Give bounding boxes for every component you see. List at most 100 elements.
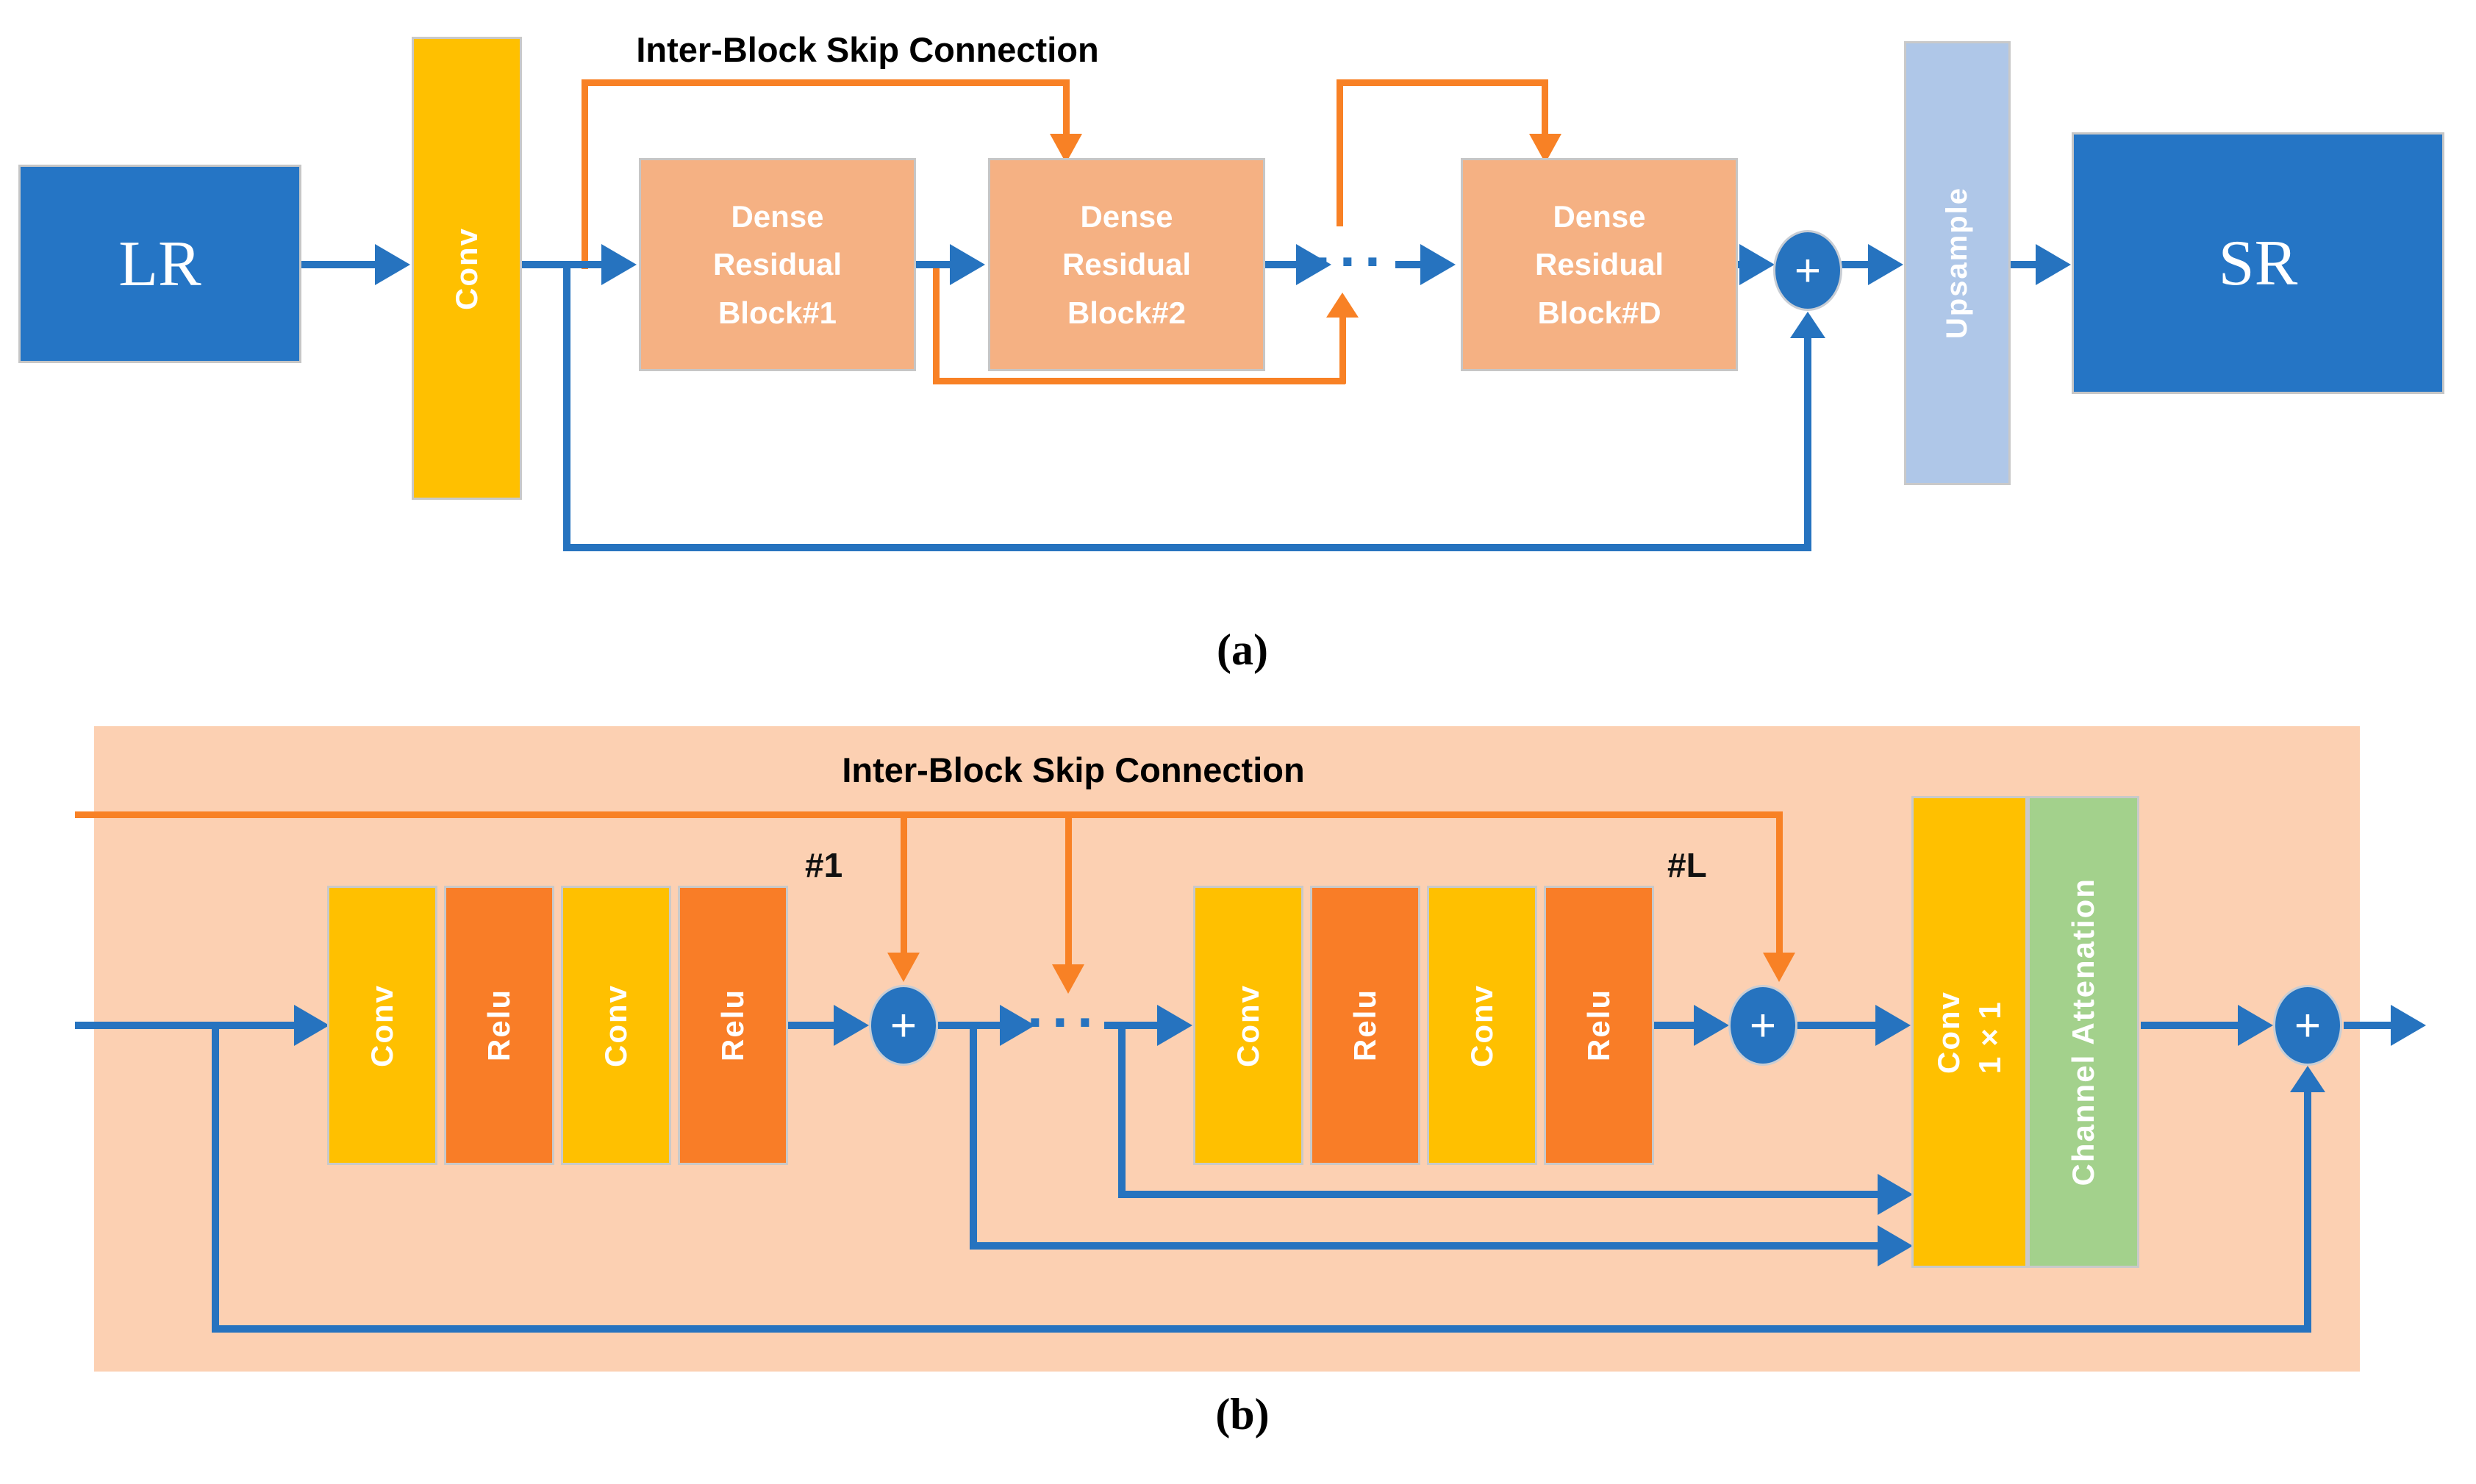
skip-drop-plusL [1776, 811, 1783, 953]
sr-label: SR [2218, 227, 2298, 299]
sum-node-b1: + [869, 985, 938, 1066]
groupL-relu1-bar: Relu [1310, 886, 1420, 1165]
skip2-drop [933, 266, 940, 384]
flow-line [1104, 1022, 1159, 1029]
upsample-bar: Upsample [1904, 41, 2011, 485]
groupL-relu2-bar: Relu [1544, 886, 1654, 1165]
caption-b: (b) [1215, 1390, 1270, 1438]
outer-skip-arrowhead-icon [2290, 1066, 2325, 1092]
dense-residual-block-2: Dense Residual Block#2 [988, 158, 1265, 371]
outer-skip-riser [2304, 1092, 2311, 1333]
conv1x1-label-line1: Conv [1931, 990, 1966, 1074]
dense-line-plus1 [970, 1242, 1879, 1250]
flow-arrowhead-icon [601, 244, 637, 285]
skip2-line [933, 378, 1345, 384]
sr-box: SR [2072, 132, 2444, 394]
flow-line [1842, 261, 1869, 268]
group1-conv1-bar: Conv [327, 886, 437, 1165]
blockd-line2: Residual [1534, 247, 1664, 282]
flow-line [1654, 1022, 1697, 1029]
diagram-a-skip-title: Inter-Block Skip Connection [636, 30, 1099, 69]
skip2-riser [1339, 315, 1346, 384]
diagram-b: Inter-Block Skip Connection Conv Relu Co… [0, 698, 2476, 1484]
block2-line2: Residual [1062, 247, 1192, 282]
skip1-line [582, 79, 1070, 86]
skip1-riser [582, 85, 588, 269]
conv-bar: Conv [412, 37, 522, 500]
upsample-label: Upsample [1941, 187, 1973, 340]
flow-arrowhead-icon [1875, 1005, 1911, 1046]
skip2-arrowhead-icon [1326, 293, 1359, 318]
flow-line [916, 261, 951, 268]
dense-residual-block-1: Dense Residual Block#1 [639, 158, 916, 371]
output-arrowhead-icon [2391, 1005, 2426, 1046]
diagram-a: Inter-Block Skip Connection LR Conv D [0, 0, 2476, 698]
ellipsis-b: ··· [1027, 989, 1102, 1054]
flow-line [1797, 1022, 1877, 1029]
flow-arrowhead-icon [1868, 244, 1903, 285]
dense-drop-dots [1118, 1025, 1126, 1198]
diagram-b-skip-title: Inter-Block Skip Connection [842, 750, 1305, 789]
block2-line1: Dense [1080, 199, 1173, 234]
flow-line [301, 261, 375, 268]
groupL-relu2-label: Relu [1581, 989, 1616, 1062]
flow-arrowhead-icon [834, 1005, 869, 1046]
channel-attention-bar: Channel Attenation [2028, 796, 2139, 1268]
flow-line [2141, 1022, 2239, 1029]
group1-conv1-label: Conv [365, 983, 399, 1067]
skip-line-b [75, 811, 1783, 818]
group1-relu2-bar: Relu [678, 886, 788, 1165]
ellipsis-a: ··· [1314, 229, 1389, 293]
flow-line [1395, 261, 1422, 268]
conv-label: Conv [449, 226, 484, 310]
groupL-relu1-label: Relu [1348, 989, 1382, 1062]
sum-node-a: + [1773, 230, 1842, 311]
skip3-riser [1337, 79, 1343, 226]
flow-arrowhead-icon [1420, 244, 1456, 285]
global-skip-riser [1804, 337, 1811, 551]
group1-relu1-label: Relu [482, 989, 516, 1062]
block1-line1: Dense [731, 199, 824, 234]
skip-arrowhead-icon [1763, 953, 1795, 982]
flow-line [1265, 261, 1298, 268]
group1-conv2-bar: Conv [561, 886, 671, 1165]
blockd-line1: Dense [1553, 199, 1646, 234]
global-skip-arrowhead-icon [1790, 312, 1825, 338]
block1-line2: Residual [712, 247, 842, 282]
flow-arrowhead-icon [950, 244, 985, 285]
flow-arrowhead-icon [2238, 1005, 2273, 1046]
conv1x1-bar: Conv 1×1 [1911, 796, 2028, 1268]
groupL-conv2-bar: Conv [1427, 886, 1537, 1165]
dense-line-dots [1118, 1191, 1879, 1198]
blockd-line3: Block#D [1537, 295, 1661, 330]
group1-conv2-label: Conv [598, 983, 633, 1067]
lr-label: LR [118, 228, 201, 300]
sum-node-b-final: + [2273, 985, 2342, 1066]
block2-line3: Block#2 [1067, 295, 1187, 330]
block1-line3: Block#1 [718, 295, 837, 330]
global-skip-drop [563, 268, 570, 551]
skip-arrowhead-icon [887, 953, 920, 982]
input-line [75, 1022, 296, 1029]
sum-node-bL: + [1728, 985, 1797, 1066]
group1-tag: #1 [805, 846, 843, 884]
dense-arrowhead-icon [1878, 1225, 1913, 1266]
flow-arrowhead-icon [1739, 244, 1775, 285]
plus-icon: + [890, 1000, 917, 1051]
group1-relu2-label: Relu [715, 989, 750, 1062]
conv1x1-label-line2: 1×1 [1972, 1000, 2007, 1074]
groupL-conv1-bar: Conv [1193, 886, 1303, 1165]
plus-icon: + [1794, 245, 1822, 296]
flow-line [2011, 261, 2037, 268]
skip-drop-dots [1065, 811, 1072, 964]
dense-residual-block-d: Dense Residual Block#D [1461, 158, 1738, 371]
dense-drop-input [212, 1025, 219, 1333]
plus-icon: + [2294, 1000, 2322, 1051]
flow-arrowhead-icon [375, 244, 410, 285]
groupL-conv1-label: Conv [1231, 983, 1265, 1067]
flow-line [788, 1022, 835, 1029]
flow-arrowhead-icon [1157, 1005, 1192, 1046]
skip-drop-plus1 [901, 811, 907, 953]
global-skip-line [563, 544, 1811, 551]
caption-a: (a) [1217, 625, 1268, 674]
